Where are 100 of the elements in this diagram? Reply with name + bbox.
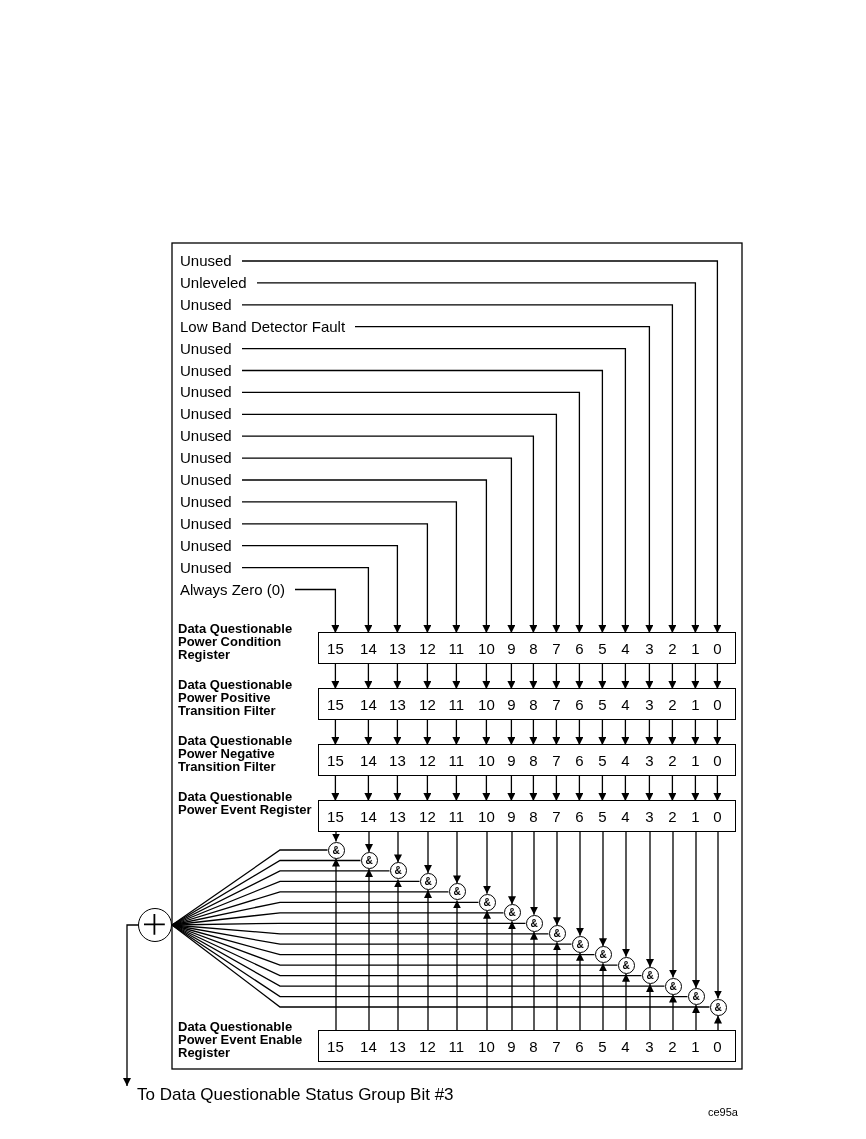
bit-label: Unused (180, 514, 232, 533)
bit-number: 8 (522, 745, 545, 775)
and-gate: & (525, 914, 543, 932)
bit-number: 4 (614, 745, 637, 775)
and-gate: & (687, 988, 705, 1006)
bit-number: 10 (475, 801, 498, 831)
bit-number: 9 (500, 689, 523, 719)
bit-number: 14 (357, 745, 380, 775)
bit-number: 2 (661, 633, 684, 663)
arrow (453, 899, 461, 1032)
arrow (691, 718, 700, 746)
bit-number: 14 (357, 633, 380, 663)
bit-number: 11 (445, 633, 468, 663)
and-gate: & (548, 925, 566, 943)
bit-number: 2 (661, 801, 684, 831)
arrow (645, 774, 654, 802)
arrow (645, 718, 654, 746)
bit-number: 14 (357, 1031, 380, 1061)
figure-code: ce95a (708, 1105, 738, 1120)
arrow (598, 662, 607, 690)
bit-number: 7 (545, 801, 568, 831)
bit-label: Unused (180, 252, 232, 270)
arrow (713, 774, 722, 802)
bit-number: 7 (545, 745, 568, 775)
arrow (646, 830, 654, 968)
arrow (354, 326, 654, 634)
bit-number: 0 (706, 801, 729, 831)
bit-number: 5 (591, 633, 614, 663)
bit-number: 9 (500, 745, 523, 775)
arrow (482, 774, 491, 802)
arrow (394, 878, 402, 1032)
arrow (482, 662, 491, 690)
bit-number: 12 (416, 633, 439, 663)
bit-number: 8 (522, 801, 545, 831)
bit-number: 12 (416, 1031, 439, 1061)
arrow (452, 718, 461, 746)
bit-number: 13 (386, 745, 409, 775)
bit-number: 7 (545, 1031, 568, 1061)
bit-number: 2 (661, 689, 684, 719)
bit-number: 9 (500, 1031, 523, 1061)
summing-junction (138, 908, 172, 942)
bit-number: 15 (324, 745, 347, 775)
arrow (483, 910, 491, 1032)
arrow (423, 774, 432, 802)
arrow (691, 662, 700, 690)
arrow (713, 718, 722, 746)
arrow (332, 830, 340, 843)
arrow (241, 413, 561, 634)
output-label: To Data Questionable Status Group Bit #3 (119, 1086, 454, 1104)
bit-label: Unleveled (180, 273, 247, 292)
bit-number: 13 (386, 801, 409, 831)
bit-number: 10 (475, 745, 498, 775)
arrow (598, 774, 607, 802)
bit-number: 13 (386, 633, 409, 663)
arrow (622, 830, 630, 958)
arrow (599, 962, 607, 1032)
register-name: Data Questionable Power Positive Transition Filter (178, 678, 294, 717)
bit-number: 15 (324, 1031, 347, 1061)
bit-label: Unused (180, 449, 232, 468)
arrow (331, 774, 340, 802)
arrow (424, 830, 432, 874)
arrow (691, 774, 700, 802)
bit-number: 7 (545, 689, 568, 719)
arrow (646, 983, 654, 1032)
bit-label: Always Zero (0) (180, 580, 286, 599)
arrow (552, 718, 561, 746)
bit-number: 0 (706, 633, 729, 663)
bit-number: 3 (638, 633, 661, 663)
bit-label: Unused (180, 427, 232, 446)
arrow (529, 718, 538, 746)
arrow (713, 662, 722, 690)
arrow (621, 774, 630, 802)
and-gate: & (594, 946, 612, 964)
arrow (364, 718, 373, 746)
connector-line (171, 849, 329, 926)
register-name: Data Questionable Power Condition Register (178, 622, 294, 661)
arrow (553, 941, 561, 1032)
bit-number: 4 (614, 1031, 637, 1061)
and-gate: & (419, 872, 437, 890)
arrow (294, 588, 340, 634)
bit-number: 3 (638, 689, 661, 719)
bit-number: 15 (324, 801, 347, 831)
arrow (622, 973, 630, 1032)
bit-number: 13 (386, 1031, 409, 1061)
bit-number: 12 (416, 689, 439, 719)
arrow (714, 1014, 722, 1032)
arrow (452, 662, 461, 690)
bit-number: 8 (522, 689, 545, 719)
and-gate: & (709, 998, 727, 1016)
and-gate: & (641, 967, 659, 985)
arrow (393, 718, 402, 746)
bit-number: 0 (706, 689, 729, 719)
arrow (241, 457, 516, 634)
arrow (365, 868, 373, 1032)
arrow (598, 718, 607, 746)
register-name: Data Questionable Power Event Register (178, 790, 312, 816)
and-gate: & (327, 841, 345, 859)
arrow (692, 1004, 700, 1032)
arrow (530, 931, 538, 1032)
bit-number: 6 (568, 689, 591, 719)
